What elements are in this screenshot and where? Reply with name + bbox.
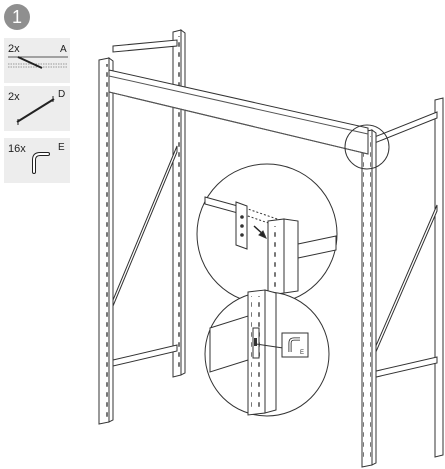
part-card-e: 16x E (4, 138, 70, 183)
part-card-d: 2x D (4, 86, 70, 131)
frame-bottom-right (371, 356, 438, 379)
part-letter: D (58, 89, 66, 100)
clip-icon (32, 152, 50, 174)
brace-left (112, 145, 178, 307)
frame-top-right (371, 111, 438, 145)
frame-top-left (112, 39, 178, 53)
callout-label-e: E (300, 350, 304, 356)
upright-front-right (361, 129, 377, 468)
step-number-badge: 1 (4, 4, 30, 30)
part-qty: 2x (8, 91, 20, 103)
detail-view-lower: E (204, 289, 330, 417)
beam-icon (8, 56, 68, 69)
part-card-a: 2x A (4, 38, 70, 83)
frame-bottom-left (112, 344, 178, 367)
upright-front-left (98, 57, 114, 425)
part-letter: A (60, 44, 67, 55)
beam-a (108, 69, 369, 155)
part-qty: 2x (8, 43, 20, 55)
brace-icon (16, 96, 55, 125)
brace-right (371, 204, 438, 362)
upright-back-right (434, 97, 444, 458)
part-qty: 16x (8, 143, 26, 155)
part-letter: E (58, 142, 65, 153)
upright-back-left (172, 29, 186, 378)
detail-view-upper (196, 163, 338, 305)
detail-marker-circle (344, 124, 390, 170)
